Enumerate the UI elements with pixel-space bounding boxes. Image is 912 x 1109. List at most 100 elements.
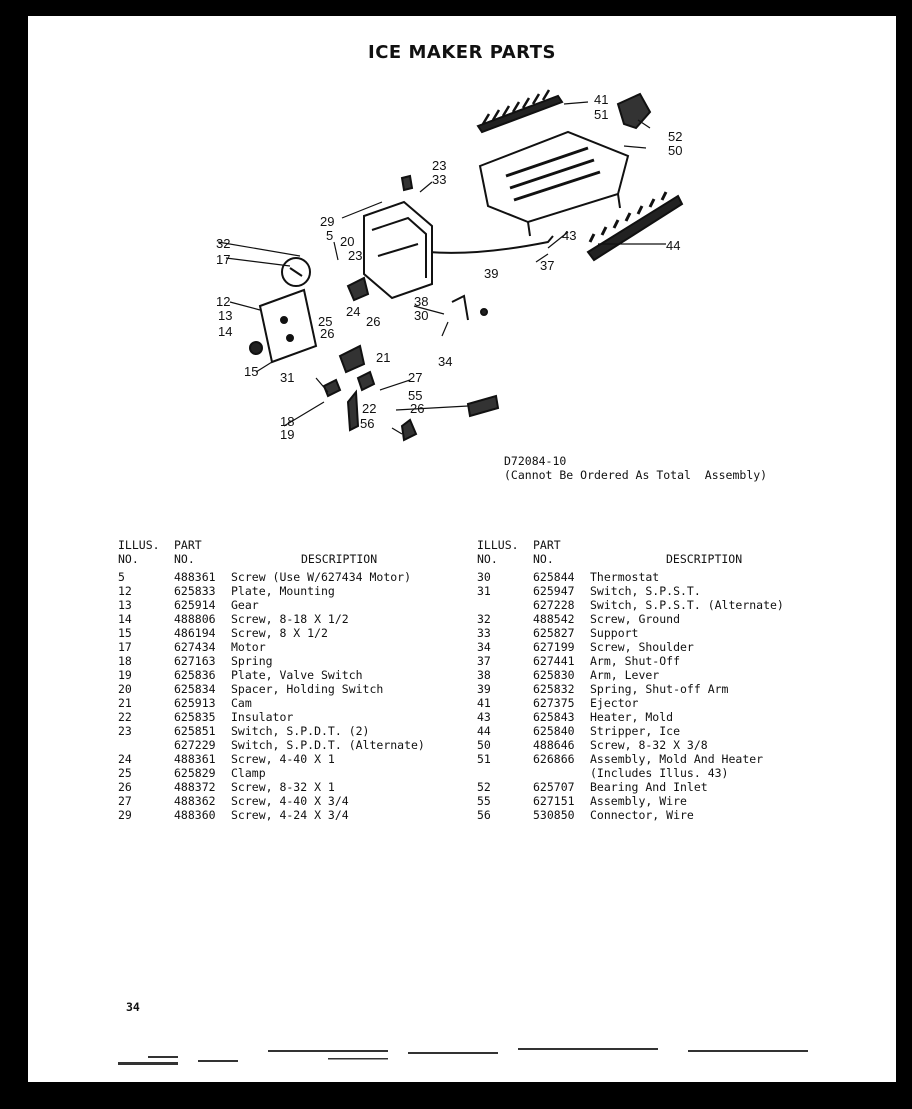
part-number: 627199: [533, 640, 575, 654]
part-description: Cam: [231, 696, 252, 710]
callout-41: 41: [594, 92, 608, 107]
part-number: 488542: [533, 612, 575, 626]
part-description: Switch, S.P.D.T. (2): [231, 724, 370, 738]
illus-number: 55: [477, 794, 491, 808]
document-page: ICE MAKER PARTS: [28, 16, 896, 1082]
table-row: 38 625830 Arm, Lever: [477, 668, 887, 682]
illus-number: 19: [118, 668, 132, 682]
part-description: Arm, Shut-Off: [590, 654, 681, 668]
illus-number: 5: [118, 570, 125, 584]
header-description: DESCRIPTION: [666, 552, 743, 566]
header-part-1: PART: [533, 538, 561, 552]
part-number: 625829: [174, 766, 216, 780]
header-illus-2: NO.: [118, 552, 139, 566]
part-number: 626866: [533, 752, 575, 766]
callout-19: 19: [280, 427, 294, 442]
callout-31: 31: [280, 370, 294, 385]
part-number: 625836: [174, 668, 216, 682]
page-title: ICE MAKER PARTS: [368, 42, 556, 63]
part-number: 488372: [174, 780, 216, 794]
illus-number: 51: [477, 752, 491, 766]
illus-number: 32: [477, 612, 491, 626]
callout-50: 50: [668, 143, 682, 158]
callout-15: 15: [244, 364, 258, 379]
callout-24: 24: [346, 304, 360, 319]
part-description: Screw, 8-32 X 3/8: [590, 738, 708, 752]
part-number: 488361: [174, 752, 216, 766]
part-number: 625832: [533, 682, 575, 696]
wire-assembly-shape: [466, 394, 500, 418]
illus-number: 38: [477, 668, 491, 682]
part-description: Screw, 4-40 X 3/4: [231, 794, 349, 808]
header-part-1: PART: [174, 538, 202, 552]
illus-number: 41: [477, 696, 491, 710]
illus-number: 14: [118, 612, 132, 626]
part-number: 627228: [533, 598, 575, 612]
assembly-note: (Cannot Be Ordered As Total Assembly): [504, 468, 768, 482]
page-number: 34: [126, 1000, 140, 1014]
part-number: 625840: [533, 724, 575, 738]
callout-26c: 26: [410, 401, 424, 416]
part-number: 488646: [533, 738, 575, 752]
part-number: 486194: [174, 626, 216, 640]
illus-number: 21: [118, 696, 132, 710]
drawing-note: D72084-10 (Cannot Be Ordered As Total As…: [504, 454, 767, 482]
cam-shape: [338, 344, 366, 374]
illus-number: 29: [118, 808, 132, 822]
illus-number: 18: [118, 654, 132, 668]
drawing-number: D72084-10: [504, 454, 567, 468]
scan-noise: [118, 1048, 808, 1065]
callout-17: 17: [216, 252, 230, 267]
part-number: 625834: [174, 682, 216, 696]
part-description: Spacer, Holding Switch: [231, 682, 384, 696]
illus-number: 24: [118, 752, 132, 766]
part-description: Screw, Ground: [590, 612, 681, 626]
illus-number: 43: [477, 710, 491, 724]
part-description: Thermostat: [590, 570, 660, 584]
callout-37: 37: [540, 258, 554, 273]
part-description: Arm, Lever: [590, 668, 660, 682]
part-description: Switch, S.P.S.T.: [590, 584, 701, 598]
part-number: 625835: [174, 710, 216, 724]
part-number: 625830: [533, 668, 575, 682]
part-number: 627434: [174, 640, 216, 654]
callout-27: 27: [408, 370, 422, 385]
callout-44: 44: [666, 238, 680, 253]
callout-14: 14: [218, 324, 232, 339]
part-number: 625833: [174, 584, 216, 598]
callout-55: 55: [408, 388, 422, 403]
callout-52: 52: [668, 129, 682, 144]
part-number: 627151: [533, 794, 575, 808]
illus-number: 22: [118, 710, 132, 724]
callout-29: 29: [320, 214, 334, 229]
callout-23: 23: [432, 158, 446, 173]
header-illus-1: ILLUS.: [118, 538, 160, 552]
part-description: Screw, 4-40 X 1: [231, 752, 335, 766]
header-description: DESCRIPTION: [301, 552, 378, 566]
illus-number: 44: [477, 724, 491, 738]
part-description: Screw, 8-18 X 1/2: [231, 612, 349, 626]
table-row: 32 488542 Screw, Ground: [477, 612, 887, 626]
table-row: 24 488361 Screw, 4-40 X 1: [118, 752, 458, 766]
part-description: Assembly, Mold And Heater: [590, 752, 764, 766]
part-number: 627163: [174, 654, 216, 668]
part-description: Screw, 8 X 1/2: [231, 626, 328, 640]
illus-number: 25: [118, 766, 132, 780]
part-description: Switch, S.P.S.T. (Alternate): [590, 598, 784, 612]
part-number: 530850: [533, 808, 575, 822]
ejector-shape: [476, 94, 564, 134]
